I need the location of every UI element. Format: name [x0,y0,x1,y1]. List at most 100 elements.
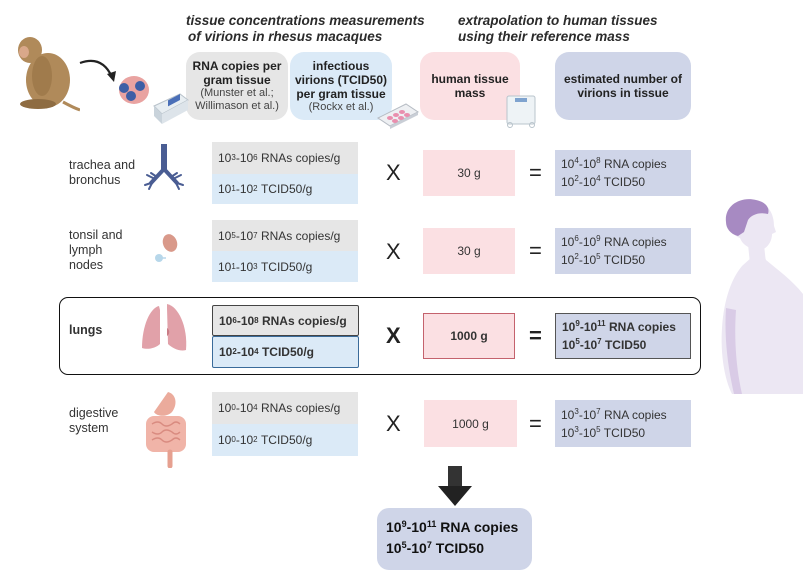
total-tcid-unit: TCID50 [435,540,484,556]
est-rna-low-exponent: 9 [575,319,580,328]
tcid-low-base: 10 [218,433,232,447]
extrapolation-title-line2: using their reference mass [458,29,630,44]
estimate-rna: 103-107 RNA copies [561,406,667,422]
rna-high-base: 10 [240,313,255,328]
tissue-mass-cell: 30 g [423,228,515,274]
row-label-line3: nodes [69,258,104,272]
header-rna-title-line2: gram tissue [203,73,271,87]
total-rna-high-base: 10 [411,519,427,535]
total-tcid-high-exponent: 7 [426,540,432,550]
header-mass-title-line2: mass [454,86,486,100]
est-rna-unit: RNA copies [603,157,667,171]
est-tcid-low-exponent: 5 [575,337,580,346]
total-rna-low-base: 10 [386,519,402,535]
est-tcid-low-base: 10 [561,175,575,189]
est-tcid-low-base: 10 [561,253,575,267]
rna-unit: RNAs copies/g [261,313,347,328]
lab-scale-icon [153,93,189,124]
est-rna-low-exponent: 3 [574,406,579,416]
header-estimate-title-line1: estimated number of [563,72,683,86]
rna-low-base: 10 [218,151,232,165]
rna-low-base: 10 [218,228,232,243]
tcid-high-base: 10 [240,345,255,359]
extrapolation-title: extrapolation to human tissues using the… [458,13,688,45]
est-tcid-unit: TCID50 [603,425,646,440]
total-tcid-low-base: 10 [386,540,402,556]
rna-high-base: 10 [239,401,254,415]
row-label-line1: tonsil and [69,228,123,242]
estimate-tcid: 102-104 TCID50 [561,174,646,190]
measurements-title-line1: tissue concentrations measurements [186,13,425,28]
macaque-illustration [18,37,80,112]
rna-low-base: 10 [218,401,232,415]
total-rna-high-exponent: 11 [426,519,437,529]
multiply-sign: X [386,239,401,264]
header-human-tissue-mass: human tissue mass [420,52,520,120]
est-tcid-low-base: 10 [561,425,575,440]
measurements-title: tissue concentrations measurements of vi… [186,13,426,45]
est-rna-low-base: 10 [562,320,576,334]
estimate-cell: 106-109 RNA copies 102-105 TCID50 [555,228,691,274]
row-label-line1: trachea and [69,158,136,172]
est-rna-high-base: 10 [582,407,597,422]
est-rna-high-base: 10 [582,157,597,171]
total-tcid: 105-107 TCID50 [386,540,484,556]
tonsil-lymph-icon [155,234,178,262]
tcid-low-base: 10 [218,182,232,196]
header-tcid-source: (Rockx et al.) [308,100,374,113]
tcid-high-base: 10 [239,433,254,447]
tcid-unit: TCID50/g [260,182,313,196]
est-rna-high-exponent: 11 [597,319,606,328]
tcid-low-base: 10 [219,345,233,359]
header-tcid-title-line3: per gram tissue [296,86,386,101]
est-tcid-high-base: 10 [582,425,597,440]
est-tcid-low-exponent: 3 [574,424,579,434]
equals-sign: = [529,238,542,263]
tcid-high-base: 10 [239,259,254,274]
est-rna-low-base: 10 [561,407,575,422]
est-tcid-low-exponent: 2 [574,174,579,183]
rna-low-base: 10 [219,313,233,328]
est-rna-low-base: 10 [561,157,575,171]
total-estimate-box: 109-1011 RNA copies 105-107 TCID50 [377,508,532,570]
header-rna-source-line2: Willimason et al.) [195,100,279,112]
cell-culture-plate-icon [377,103,419,129]
est-rna-low-base: 10 [561,235,575,249]
est-tcid-high-exponent: 4 [596,174,601,183]
est-tcid-low-exponent: 2 [574,252,579,261]
rna-unit: RNAs copies/g [260,151,341,165]
lungs-highlight-frame [59,297,701,375]
estimate-cell: 103-107 RNA copies 103-105 TCID50 [555,400,691,447]
row-label-line2: bronchus [69,173,121,187]
tissue-mass-cell: 1000 g [423,313,515,359]
equals-sign: = [529,411,542,436]
multiply-sign: X [386,323,401,348]
down-arrow-icon [438,466,472,506]
header-tcid-title-line2: virions (TCID50) [294,72,387,87]
header-rna-source-line1: (Munster et al.; [200,87,274,99]
tcid-unit: TCID50/g [260,433,313,447]
rna-high-base: 10 [239,151,254,165]
row-label: lungs [69,323,103,337]
row-label: tonsil and lymph nodes [69,228,123,273]
estimate-tcid: 105-107 TCID50 [562,337,647,353]
row-label-line2: lymph [69,243,103,257]
est-tcid-unit: TCID50 [604,338,647,352]
tcid-low-base: 10 [218,259,232,274]
est-rna-low-exponent: 6 [574,234,579,243]
multiply-sign: X [386,411,401,436]
header-estimate-title-line2: virions in tissue [577,86,669,100]
extrapolation-title-line1: extrapolation to human tissues [458,13,658,28]
header-tcid-title-line1: infectious [312,58,370,73]
est-tcid-low-base: 10 [562,338,576,352]
rna-unit: RNAs copies/g [260,401,341,415]
row-label: trachea and bronchus [69,158,135,188]
row-label-line1: digestive [69,406,119,420]
tissue-mass-cell: 1000 g [424,400,517,447]
estimate-cell: 104-108 RNA copies 102-104 TCID50 [555,150,691,196]
est-tcid-unit: TCID50 [603,253,646,267]
est-rna-low-exponent: 4 [574,156,579,165]
